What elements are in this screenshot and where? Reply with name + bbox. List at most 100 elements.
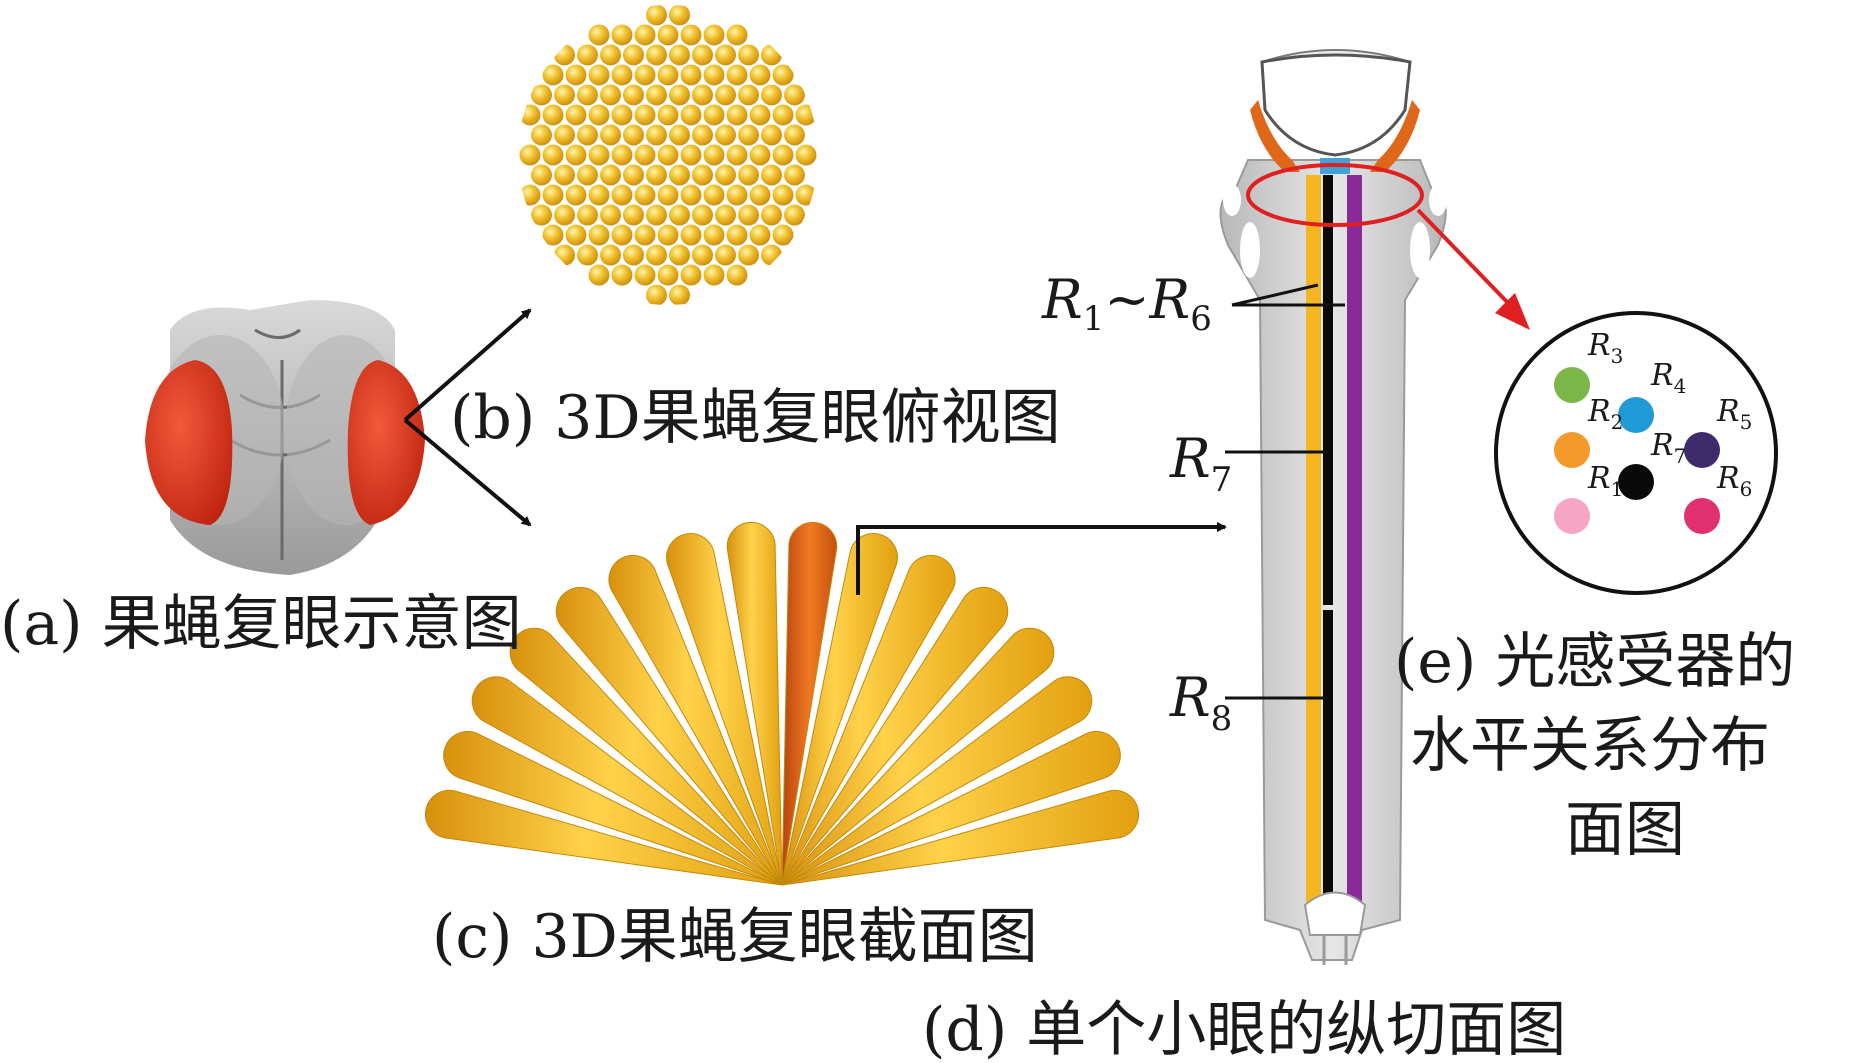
lens-facet xyxy=(680,64,702,86)
rhabdomere-yellow xyxy=(1306,175,1321,905)
lens-facet xyxy=(588,264,610,286)
lens-facet xyxy=(577,124,598,146)
lens-facet xyxy=(611,184,633,206)
photoreceptor-r6 xyxy=(1684,498,1720,534)
lens-facet xyxy=(646,5,667,26)
lens-facet xyxy=(784,84,805,106)
photoreceptor-label-r2: R2 xyxy=(1587,394,1623,434)
lens-facet xyxy=(761,164,782,186)
lens-facet xyxy=(772,64,794,86)
lens-facet xyxy=(531,84,552,106)
lens-facet xyxy=(772,104,794,126)
lens-facet xyxy=(715,164,736,186)
lens-facet xyxy=(726,184,748,206)
ommatidium-section xyxy=(1219,49,1530,965)
lens-facet xyxy=(715,124,736,146)
cone xyxy=(443,731,783,886)
lens-facet xyxy=(669,164,690,186)
caption-a: (a) 果蝇复眼示意图 xyxy=(0,589,522,659)
lens-facet xyxy=(634,224,656,246)
lens-facet xyxy=(623,44,644,66)
lens-facet xyxy=(749,184,771,206)
lens-facet xyxy=(703,264,725,286)
lens-facet xyxy=(692,204,713,226)
lens-facet xyxy=(588,144,610,166)
lens-facet xyxy=(542,224,564,246)
cone xyxy=(666,533,783,886)
lens-facet xyxy=(669,284,690,305)
lens-facet xyxy=(738,84,759,106)
caption-b: (b) 3D果蝇复眼俯视图 xyxy=(450,383,1061,453)
lens-facet xyxy=(542,64,564,86)
lens-facet xyxy=(680,264,702,286)
lens-facet xyxy=(554,204,575,226)
lens-facet xyxy=(646,124,667,146)
lens-facet xyxy=(680,224,702,246)
lens-facet xyxy=(519,144,541,166)
lens-facet xyxy=(554,244,575,266)
lens-facet xyxy=(703,224,725,246)
rhabdomere-r7 xyxy=(1323,175,1333,605)
lens-facet xyxy=(646,164,667,186)
lens-facet xyxy=(600,204,621,226)
arrow-to-section-view xyxy=(403,418,532,527)
lens-facet xyxy=(657,24,679,46)
lens-facet xyxy=(588,104,610,126)
cone-fan-section-view xyxy=(424,522,1140,886)
rhabdomere-purple xyxy=(1347,175,1362,905)
lens-facet xyxy=(657,224,679,246)
lens-facet xyxy=(600,244,621,266)
lens-facet xyxy=(749,144,771,166)
lens-facet xyxy=(749,104,771,126)
lens-facet xyxy=(761,244,782,266)
lens-facet xyxy=(761,44,782,66)
lens-facet xyxy=(577,164,598,186)
label-r7: R7 xyxy=(1169,427,1232,500)
label-r1-r6: R1~R6 xyxy=(1041,268,1212,339)
cone xyxy=(781,533,898,886)
lens-facet xyxy=(715,244,736,266)
cone xyxy=(726,522,783,886)
left-compound-eye xyxy=(145,360,233,525)
lens-facet xyxy=(623,164,644,186)
lens-facet xyxy=(542,184,564,206)
lens-facet xyxy=(680,104,702,126)
lens-facet xyxy=(692,44,713,66)
lens-facet xyxy=(669,204,690,226)
lens-facet xyxy=(715,204,736,226)
lens-facet xyxy=(623,84,644,106)
lens-facet xyxy=(565,224,587,246)
arrow-to-top-view xyxy=(403,308,532,422)
lens-facet xyxy=(623,204,644,226)
lens-facet xyxy=(600,44,621,66)
lens-facet xyxy=(669,244,690,266)
lens-facet xyxy=(692,124,713,146)
lens-facet xyxy=(749,64,771,86)
highlight-ellipse xyxy=(1246,163,1424,227)
photoreceptor-section-circle xyxy=(1494,311,1778,595)
photoreceptor-r3 xyxy=(1554,367,1590,403)
lens-facet xyxy=(669,124,690,146)
cone xyxy=(471,676,783,886)
photoreceptor-label-r6: R6 xyxy=(1716,461,1752,501)
lens-facet xyxy=(634,104,656,126)
lens-facet xyxy=(715,44,736,66)
lens-facet xyxy=(761,124,782,146)
lens-facet xyxy=(646,84,667,106)
lens-facet xyxy=(611,104,633,126)
lens-facet xyxy=(531,164,552,186)
lens-facet xyxy=(692,84,713,106)
rhabdomere-r8 xyxy=(1323,610,1333,905)
lens-facet xyxy=(657,264,679,286)
lens-facet xyxy=(669,84,690,106)
arrow-cone-to-ommatidium xyxy=(856,522,1227,595)
cone xyxy=(424,789,783,886)
lens-facet xyxy=(565,184,587,206)
cone xyxy=(509,627,783,886)
lens-facet xyxy=(657,104,679,126)
lens-facet xyxy=(772,144,794,166)
lens-facet xyxy=(703,24,725,46)
lens-facet xyxy=(646,284,667,305)
lens-facet xyxy=(565,104,587,126)
